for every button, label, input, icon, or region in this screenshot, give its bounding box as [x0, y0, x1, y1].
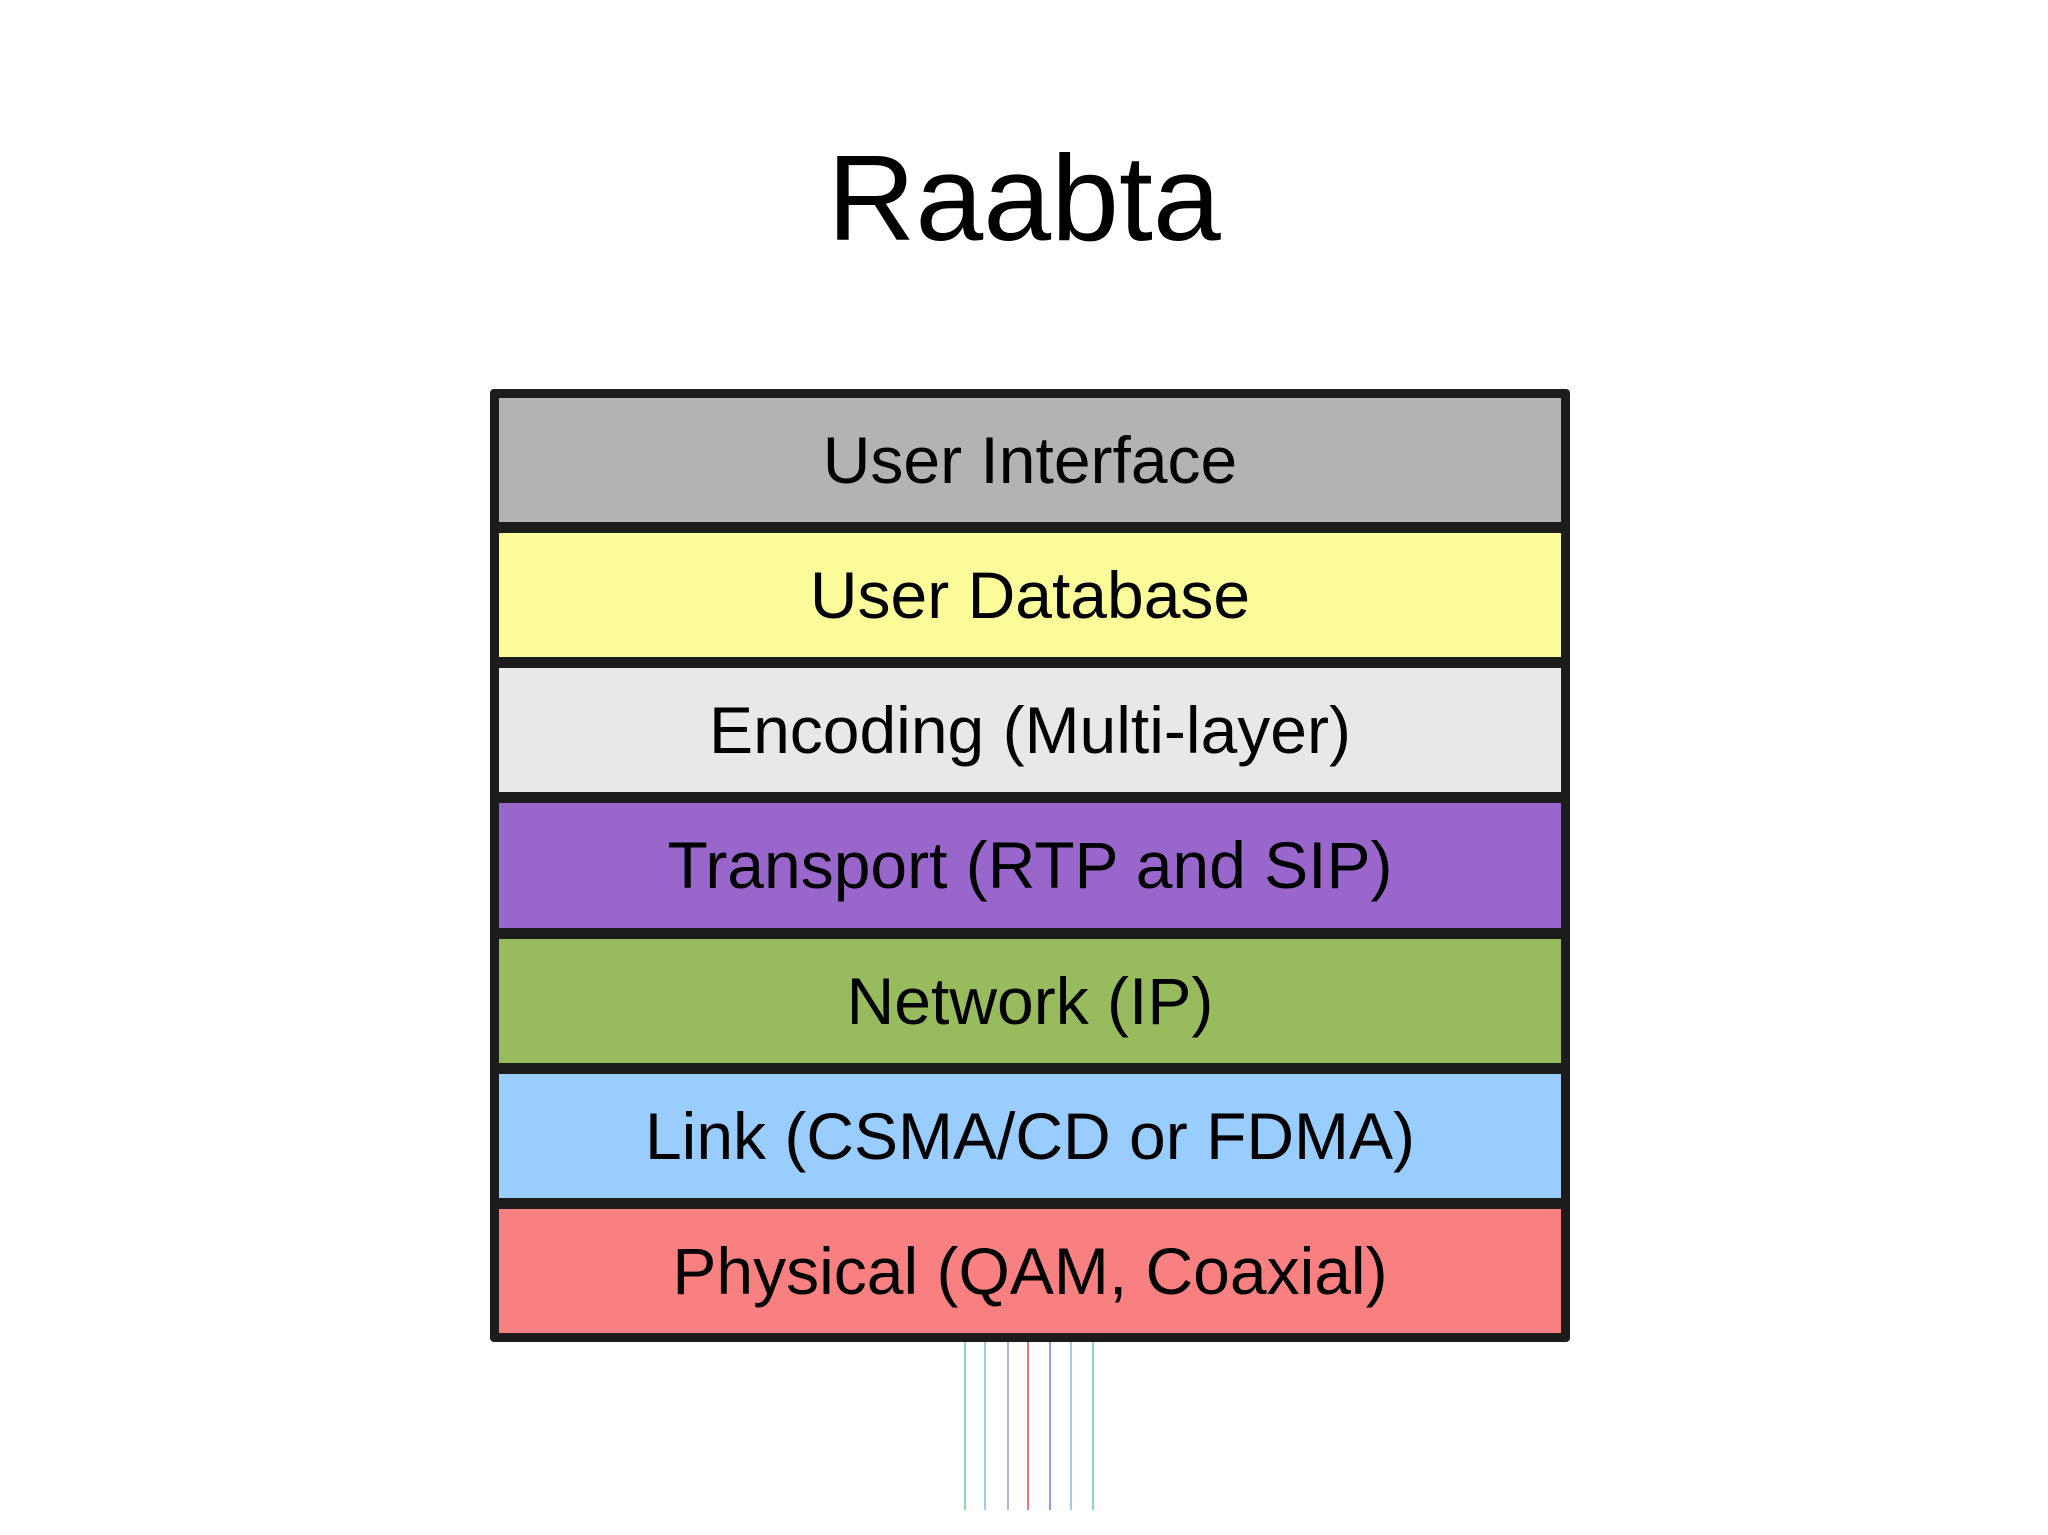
layer-user-database: User Database	[499, 533, 1561, 658]
layer-network: Network (IP)	[499, 938, 1561, 1063]
layer-physical: Physical (QAM, Coaxial)	[499, 1208, 1561, 1333]
layer-encoding: Encoding (Multi-layer)	[499, 668, 1561, 793]
slide-title: Raabta	[827, 130, 1221, 266]
layer-transport: Transport (RTP and SIP)	[499, 803, 1561, 928]
layer-stack: User Interface User Database Encoding (M…	[490, 389, 1570, 1342]
layer-link: Link (CSMA/CD or FDMA)	[499, 1073, 1561, 1198]
layer-user-interface: User Interface	[499, 398, 1561, 523]
cable-wires	[964, 1342, 1094, 1510]
